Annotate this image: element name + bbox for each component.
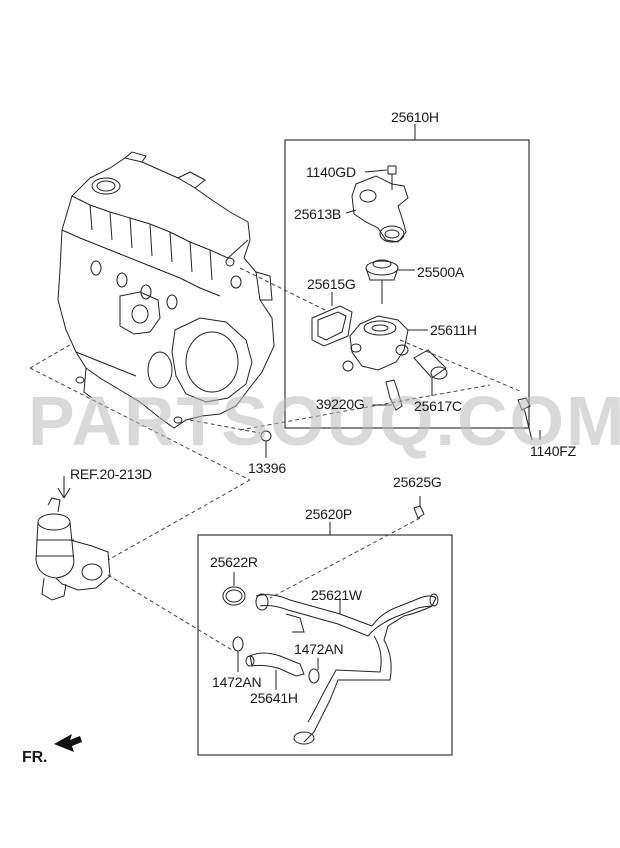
label-13396: 13396 <box>248 460 286 476</box>
gasket-25615g <box>311 292 353 347</box>
label-25625g: 25625G <box>393 474 442 490</box>
clamp-1472an-b <box>308 658 320 684</box>
label-1472an-a: 1472AN <box>212 674 262 690</box>
thermostat-housing-25611h <box>342 315 428 372</box>
label-25613b: 25613B <box>294 206 342 222</box>
label-25621w: 25621W <box>311 587 362 603</box>
pipe-assembly-box <box>197 534 453 756</box>
label-1140gd: 1140GD <box>306 164 356 180</box>
clamp-1472an-a <box>232 636 244 672</box>
oil-filter-housing <box>35 497 111 601</box>
label-25610h: 25610H <box>391 109 439 125</box>
bolt-1140fz <box>517 397 541 441</box>
bolt-1140gd <box>364 165 397 190</box>
thermostat-25500a <box>365 259 415 304</box>
label-25617c: 25617C <box>414 398 462 414</box>
o-ring-25622r <box>222 572 246 606</box>
label-1472an-b: 1472AN <box>294 641 344 657</box>
label-25622r: 25622R <box>210 554 258 570</box>
label-39220g: 39220G <box>316 396 365 412</box>
hose-25641h <box>245 652 305 690</box>
watermark: PARTSOUQ.COM <box>28 382 620 460</box>
thermostat-cover-25613b <box>345 175 409 243</box>
label-25620p: 25620P <box>305 506 353 522</box>
water-pipe-25621w <box>255 593 439 745</box>
front-direction-label: FR. <box>22 749 48 766</box>
thermostat-assembly-box <box>284 139 530 429</box>
label-1140fz: 1140FZ <box>530 443 577 459</box>
bolt-25625g <box>413 496 425 519</box>
label-25500a: 25500A <box>417 264 465 280</box>
plug-13396 <box>260 430 272 458</box>
sensor-39220g <box>372 379 403 411</box>
label-25641h: 25641H <box>250 690 298 706</box>
reference-label: REF.20-213D <box>70 466 152 482</box>
label-25611h: 25611H <box>430 322 477 338</box>
pipe-25617c <box>413 349 448 396</box>
engine-block <box>57 151 275 429</box>
label-25615g: 25615G <box>307 276 356 292</box>
front-direction-arrow <box>54 734 82 752</box>
